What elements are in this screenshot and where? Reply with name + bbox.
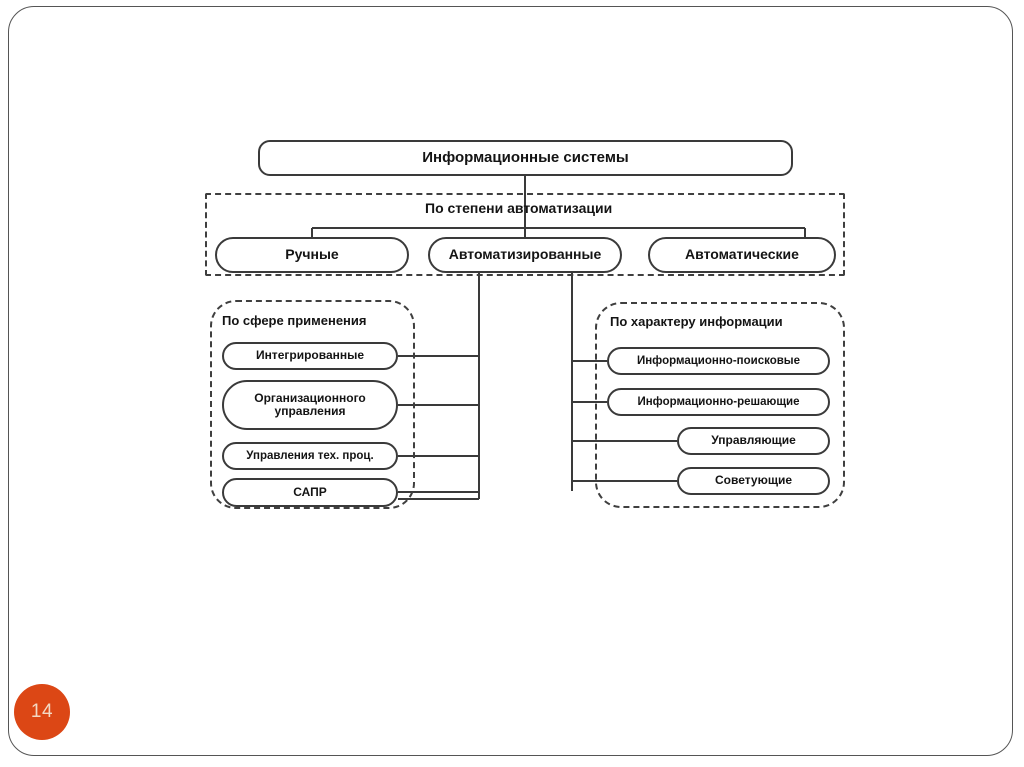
node-controlling-systems[interactable]: Управляющие (677, 427, 830, 455)
panel-title-automation-degree: По степени автоматизации (425, 200, 613, 216)
node-automated-systems[interactable]: Автоматизированные (428, 237, 622, 273)
node-organizational-management[interactable]: Организационного управления (222, 380, 398, 430)
node-information-decision[interactable]: Информационно-решающие (607, 388, 830, 416)
node-cad-sapr[interactable]: САПР (222, 478, 398, 507)
panel-title-information-character: По характеру информации (610, 314, 783, 329)
node-integrated-systems[interactable]: Интегрированные (222, 342, 398, 370)
node-advisory-systems[interactable]: Советующие (677, 467, 830, 495)
node-root-information-systems[interactable]: Информационные системы (258, 140, 793, 176)
panel-application-sphere (210, 300, 415, 509)
page-number-badge: 14 (14, 684, 70, 740)
node-manual-systems[interactable]: Ручные (215, 237, 409, 273)
node-process-control[interactable]: Управления тех. проц. (222, 442, 398, 470)
node-information-retrieval[interactable]: Информационно-поисковые (607, 347, 830, 375)
panel-information-character (595, 302, 845, 508)
panel-title-application-sphere: По сфере применения (222, 313, 367, 328)
node-automatic-systems[interactable]: Автоматические (648, 237, 836, 273)
panel-automation-degree (205, 193, 845, 276)
